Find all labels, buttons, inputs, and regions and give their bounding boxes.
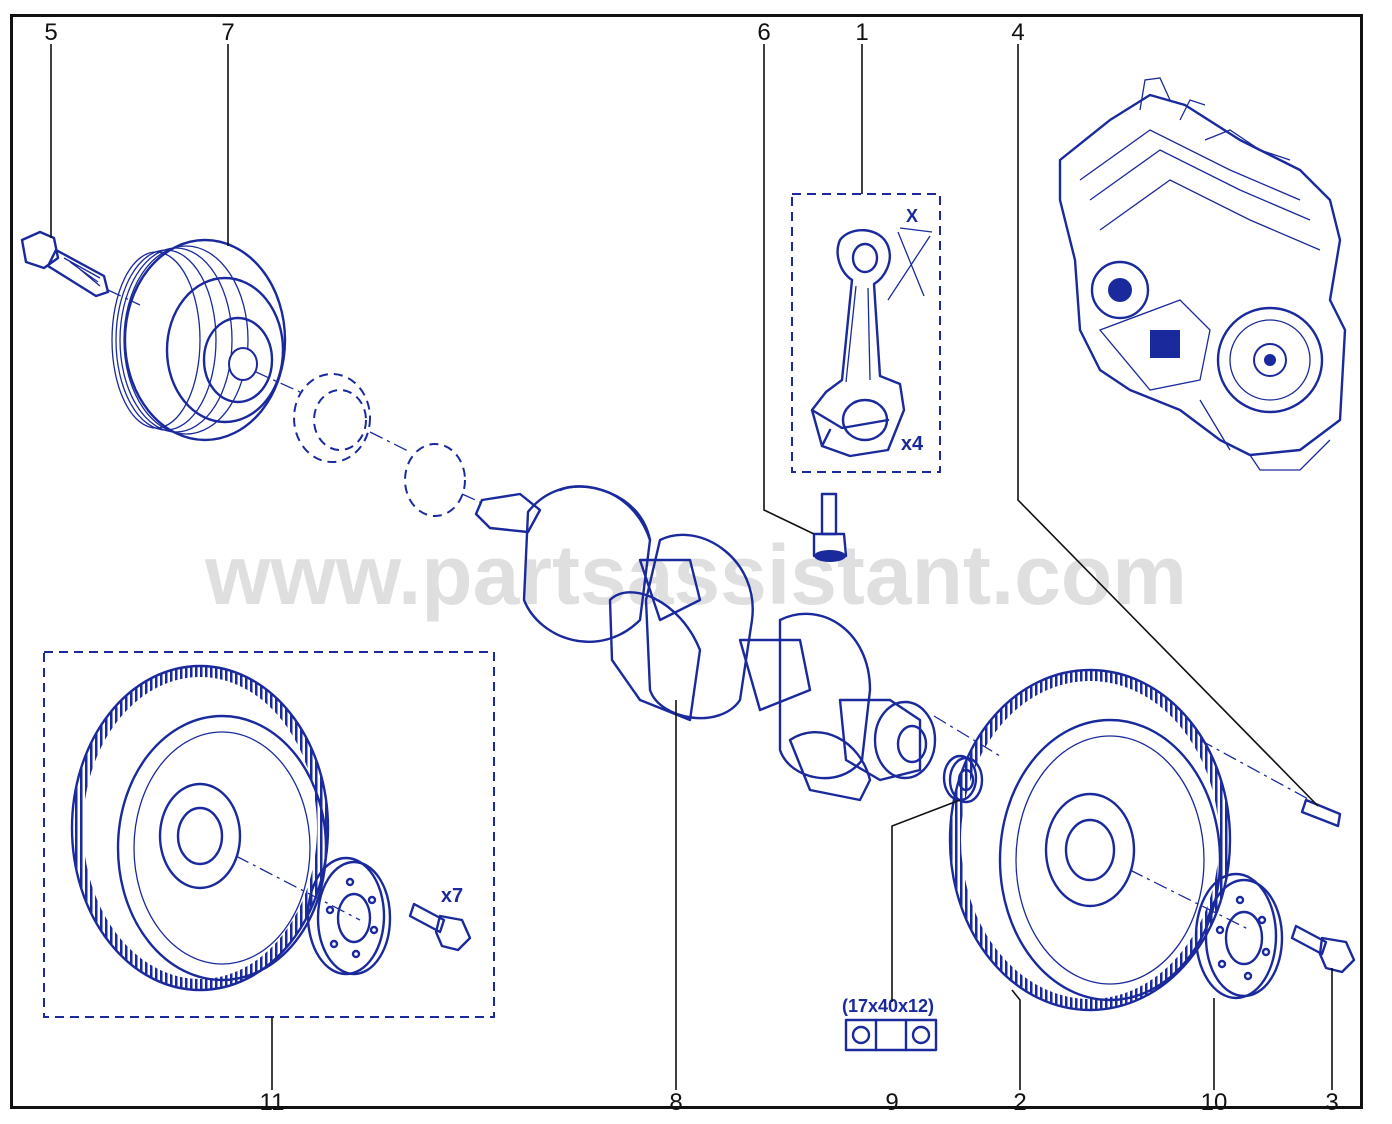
callout-6: 6 [757,19,770,46]
rod-quantity-label: x4 [901,433,924,455]
dowel-pin-part4 [1199,739,1342,828]
flywheel-part2 [948,668,1251,1012]
callout-8: 8 [669,1089,682,1116]
rod-dimension-label: X [906,206,918,226]
leader-lines [50,44,1333,1090]
crankshaft-pulley-part7 [111,238,301,442]
engine-overview-illustration [1058,77,1347,471]
callout-11: 11 [260,1089,285,1116]
callout-1: 1 [855,19,868,46]
rod-bolt-part6 [812,492,848,562]
callout-numbers: 5 7 6 1 4 11 8 9 2 10 3 [44,19,1338,1116]
watermark: www.partsassistant.com [204,528,1187,622]
flywheel-bolt-quantity-label: x7 [441,885,463,907]
diagram-frame [10,14,1363,1109]
callout-3: 3 [1325,1089,1338,1116]
callout-4: 4 [1011,19,1024,46]
flywheel-bolt-part3 [1290,924,1356,974]
pulley-bolt-part5 [20,230,141,306]
connecting-rod-part1: X x4 [791,193,941,473]
sprocket-phantom [293,373,481,517]
flywheel-plate-part10 [1194,872,1284,1000]
bearing-size-label: (17x40x12) [842,996,934,1016]
flywheel-assembly-part11: x7 [43,651,495,1018]
callout-2: 2 [1013,1089,1026,1116]
callout-10: 10 [1201,1089,1228,1116]
crankshaft-part8 [474,485,1001,802]
callout-5: 5 [44,19,57,46]
callout-7: 7 [221,19,234,46]
callout-9: 9 [885,1089,898,1116]
